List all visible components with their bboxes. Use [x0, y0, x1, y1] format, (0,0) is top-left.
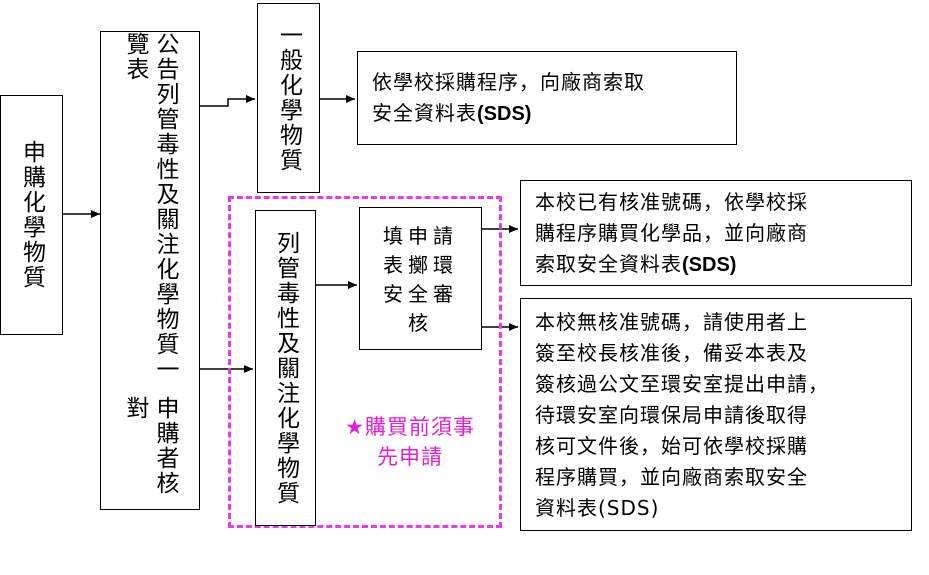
- node-controlled-label: 列管毒性及關注化學物質: [272, 230, 299, 506]
- note-line1: ★購買前須事: [345, 415, 475, 439]
- node-general-action-line2: 安全資料表(SDS): [372, 101, 532, 125]
- node-verify-line2: 公告列管毒性及關注化學物質一覽表: [122, 32, 178, 382]
- node-apply-label: 申購化學物質: [18, 140, 45, 290]
- node-general-action: 依學校採購程序，向廠商索取 安全資料表(SDS): [357, 51, 737, 145]
- arrow-verify-to-general: [200, 95, 255, 107]
- node-has-approval: 本校已有核准號碼，依學校採 購程序購買化學品，並向廠商 索取安全資料表(SDS): [520, 180, 912, 286]
- note-line2: 先申請: [377, 445, 443, 469]
- pre-application-note: ★購買前須事 先申請: [320, 412, 500, 472]
- node-unapproved-line6: 程序購買，並向廠商索取安全: [535, 465, 808, 489]
- node-unapproved-line3: 簽核過公文至環安室提出申請，: [535, 372, 829, 396]
- node-form-line1: 填申請: [383, 224, 458, 248]
- node-general-label: 一般化學物質: [275, 23, 302, 173]
- node-approved-line2: 購程序購買化學品，並向廠商: [535, 221, 808, 245]
- node-verify-label: 申購者核對 公告列管毒性及關注化學物質一覽表: [120, 32, 180, 509]
- node-apply-chemical: 申購化學物質: [0, 95, 63, 335]
- node-approved-line1: 本校已有核准號碼，依學校採: [535, 190, 808, 214]
- node-verify-line1: 申購者核對: [122, 395, 178, 496]
- sds-label: (SDS): [682, 254, 737, 276]
- node-unapproved-line4: 待環安室向環保局申請後取得: [535, 403, 808, 427]
- node-unapproved-line1: 本校無核准號碼，請使用者上: [535, 310, 808, 334]
- node-approved-line3: 索取安全資料表(SDS): [535, 252, 737, 276]
- node-unapproved-line7: 資料表(SDS): [535, 496, 660, 520]
- node-form-line2: 表擲環: [383, 253, 458, 277]
- node-general-action-line1: 依學校採購程序，向廠商索取: [372, 70, 645, 94]
- node-controlled-chemical: 列管毒性及關注化學物質: [255, 210, 316, 526]
- pre-application-region: [228, 196, 502, 528]
- node-unapproved-line5: 核可文件後，始可依學校採購: [535, 434, 808, 458]
- node-form-line3: 安全審: [383, 282, 458, 306]
- node-form-line4: 核: [408, 311, 433, 335]
- node-submit-form: 填申請 表擲環 安全審 核: [359, 207, 482, 350]
- node-verify-list: 申購者核對 公告列管毒性及關注化學物質一覽表: [100, 31, 200, 510]
- node-general-chemical: 一般化學物質: [257, 3, 320, 193]
- node-no-approval: 本校無核准號碼，請使用者上 簽至校長核准後，備妥本表及 簽核過公文至環安室提出申…: [520, 298, 912, 531]
- sds-label: (SDS): [477, 103, 532, 125]
- node-unapproved-line2: 簽至校長核准後，備妥本表及: [535, 341, 808, 365]
